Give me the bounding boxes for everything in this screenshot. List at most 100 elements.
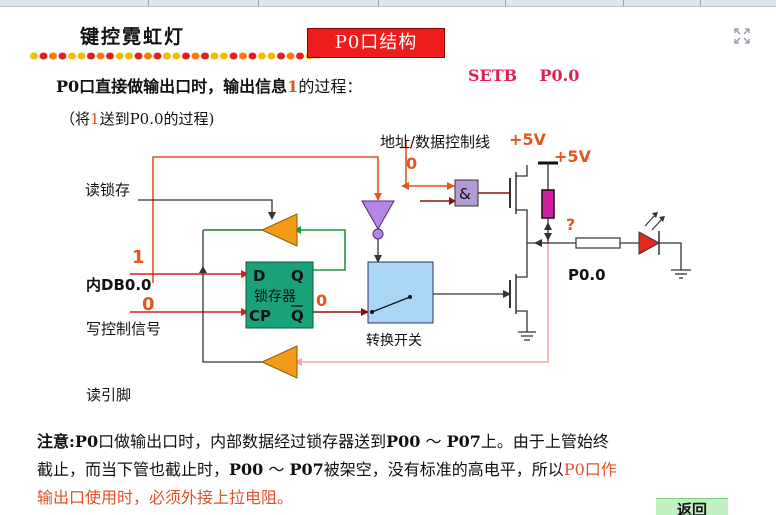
read-latch-buffer xyxy=(260,213,298,247)
internal-bus-label: 内DB0.0 xyxy=(86,276,151,294)
bead xyxy=(182,52,190,60)
bead xyxy=(172,52,181,60)
fullscreen-icon[interactable] xyxy=(733,27,751,45)
bead xyxy=(58,52,67,60)
ctrl-arrow xyxy=(401,182,409,190)
note-tilde: ～ xyxy=(263,460,290,479)
return-button-label: 返回 xyxy=(676,501,707,515)
bead xyxy=(87,52,95,60)
vcc-label-2: +5V xyxy=(554,147,592,166)
bead xyxy=(286,52,295,60)
inverter-bubble xyxy=(372,228,384,240)
read-latch-wire xyxy=(138,199,273,215)
note-highlight: P0口作 xyxy=(563,460,617,479)
tab-divider xyxy=(258,0,259,6)
note-text: 截止，而当下管也截止时， xyxy=(37,460,230,479)
bead xyxy=(239,52,247,60)
bead xyxy=(77,52,86,60)
instruction-text: SETB P0.0 xyxy=(468,66,580,85)
note-text: 口做输出口时，内部数据经过锁存器送到 xyxy=(98,432,387,451)
read-latch-label: 读锁存 xyxy=(85,181,130,199)
note-label: 注意: xyxy=(37,432,75,451)
subheading-value: 1 xyxy=(90,110,100,128)
bead xyxy=(201,52,209,60)
bead-divider xyxy=(30,52,314,60)
and-in-arrow xyxy=(447,182,455,190)
subheading-text: （将 xyxy=(60,110,91,128)
write-value: 0 xyxy=(142,294,155,315)
bead xyxy=(163,52,171,60)
note-text: 上。由于上管始终 xyxy=(480,432,609,451)
bead xyxy=(134,52,143,60)
feedback-wire xyxy=(298,229,346,271)
bead xyxy=(49,52,57,60)
tab-divider xyxy=(700,0,701,6)
and-gate xyxy=(454,179,479,207)
led-resistor xyxy=(575,237,621,249)
write-control-label: 写控制信号 xyxy=(86,320,161,338)
led xyxy=(638,231,661,255)
browser-tab-strip xyxy=(0,0,776,7)
return-button[interactable]: 返回 xyxy=(656,498,728,515)
latch-block xyxy=(245,261,314,329)
bead xyxy=(96,52,105,60)
bead xyxy=(220,52,228,60)
bead xyxy=(125,52,133,60)
note-tilde: ～ xyxy=(420,432,447,451)
addr-arrow xyxy=(374,193,382,201)
bead xyxy=(267,52,276,60)
subheading-suffix: 送到P0.0的过程) xyxy=(99,110,215,128)
slide-heading: P0口直接做输出口时，输出信息1的过程： xyxy=(56,73,362,97)
bead xyxy=(296,52,304,60)
heading-value: 1 xyxy=(287,77,299,96)
bead xyxy=(258,52,266,60)
slide-subheading: （将1送到P0.0的过程) xyxy=(60,108,214,129)
note-p00: P00 xyxy=(386,432,421,451)
bead xyxy=(30,52,38,60)
read-pin-label: 读引脚 xyxy=(86,386,131,404)
bead xyxy=(277,52,285,60)
note-highlight: 输出口使用时，必须外接上拉电阻。 xyxy=(37,488,294,507)
section-badge: P0口结构 xyxy=(307,28,445,58)
latch-name-label: 锁存器 xyxy=(254,289,296,305)
read-pin-buffer xyxy=(260,345,298,379)
latch-cp-label: CP xyxy=(249,307,271,325)
bead xyxy=(106,52,114,60)
bead xyxy=(153,52,162,60)
bus-value: 1 xyxy=(132,247,145,268)
bead xyxy=(68,52,76,60)
latch-q-label: Q xyxy=(291,267,304,285)
switch-block xyxy=(367,261,434,324)
ctrl-value: 0 xyxy=(406,154,417,173)
read-pin-wire xyxy=(300,243,549,363)
pullup-resistor xyxy=(541,189,555,219)
note-paragraph: 注意:P0口做输出口时，内部数据经过锁存器送到P00 ～ P07上。由于上管始终… xyxy=(37,428,727,512)
pin-label: P0.0 xyxy=(568,266,606,284)
bead xyxy=(191,52,200,60)
heading-text: P0口直接做输出口时，输出信息 xyxy=(56,77,288,96)
bus-vertical-wire xyxy=(202,230,272,363)
note-p07: P07 xyxy=(446,432,481,451)
slide-title: 键控霓虹灯 xyxy=(80,26,186,48)
svg-text:&: & xyxy=(459,185,471,203)
tab-divider xyxy=(148,0,149,6)
bead xyxy=(115,52,124,60)
bead xyxy=(248,52,257,60)
note-p0: P0 xyxy=(74,432,99,451)
heading-suffix: 的过程： xyxy=(298,77,363,96)
addr-ctrl-label: 地址/数据控制线 xyxy=(380,133,490,151)
tab-divider xyxy=(378,0,379,6)
latch-qbar-label: Q xyxy=(291,307,304,325)
latch-d-label: D xyxy=(253,267,265,285)
switch-label: 转换开关 xyxy=(366,332,422,349)
inverter xyxy=(361,200,395,231)
bead xyxy=(210,52,219,60)
note-p00-2: P00 xyxy=(229,460,264,479)
bead xyxy=(39,52,48,60)
bead xyxy=(229,52,238,60)
question-label: ? xyxy=(566,215,575,234)
data-wire-top xyxy=(152,156,379,283)
qbar-value: 0 xyxy=(316,291,327,310)
bead xyxy=(144,52,152,60)
